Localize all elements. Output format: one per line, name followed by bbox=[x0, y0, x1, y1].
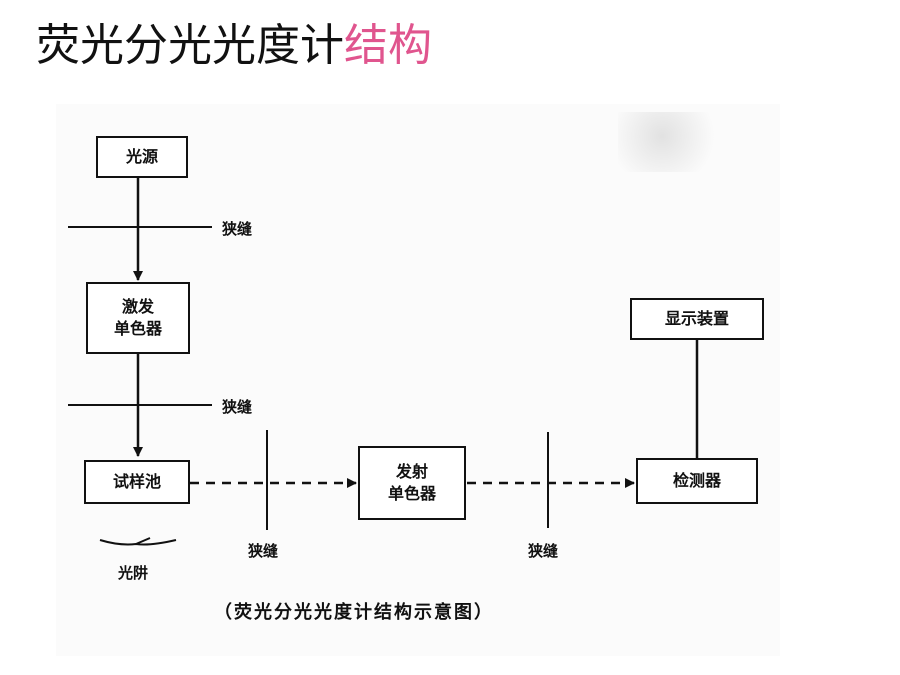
slit-2-label: 狭缝 bbox=[222, 398, 253, 416]
slide-title: 荧光分光光度计结构 bbox=[36, 18, 432, 74]
diagram-background bbox=[56, 104, 780, 656]
diagram-caption: （荧光分光光度计结构示意图） bbox=[214, 602, 494, 623]
sample-cell-label: 试样池 bbox=[112, 472, 161, 491]
display-device-label: 显示装置 bbox=[664, 309, 729, 328]
detector-box: 检测器 bbox=[636, 458, 758, 504]
emission-label-line1: 发射 bbox=[395, 462, 428, 481]
slit-4-label: 狭缝 bbox=[528, 542, 559, 560]
sample-cell-box: 试样池 bbox=[84, 460, 190, 504]
emission-label-line2: 单色器 bbox=[387, 484, 436, 503]
light-trap-icon bbox=[99, 537, 177, 546]
light-trap-label: 光阱 bbox=[118, 564, 149, 582]
display-device-box: 显示装置 bbox=[630, 298, 764, 340]
slit-3-label: 狭缝 bbox=[248, 542, 279, 560]
excitation-label-line1: 激发 bbox=[121, 297, 154, 316]
slit-1-label: 狭缝 bbox=[222, 220, 253, 238]
emission-monochromator-box: 发射 单色器 bbox=[358, 446, 466, 520]
title-accent: 结构 bbox=[344, 20, 432, 71]
excitation-label-line2: 单色器 bbox=[113, 319, 162, 338]
light-source-box: 光源 bbox=[96, 136, 188, 178]
detector-label: 检测器 bbox=[672, 471, 721, 490]
title-main: 荧光分光光度计 bbox=[36, 20, 344, 71]
light-source-label: 光源 bbox=[125, 147, 158, 166]
excitation-monochromator-box: 激发 单色器 bbox=[86, 282, 190, 354]
scan-artifact bbox=[618, 112, 728, 172]
